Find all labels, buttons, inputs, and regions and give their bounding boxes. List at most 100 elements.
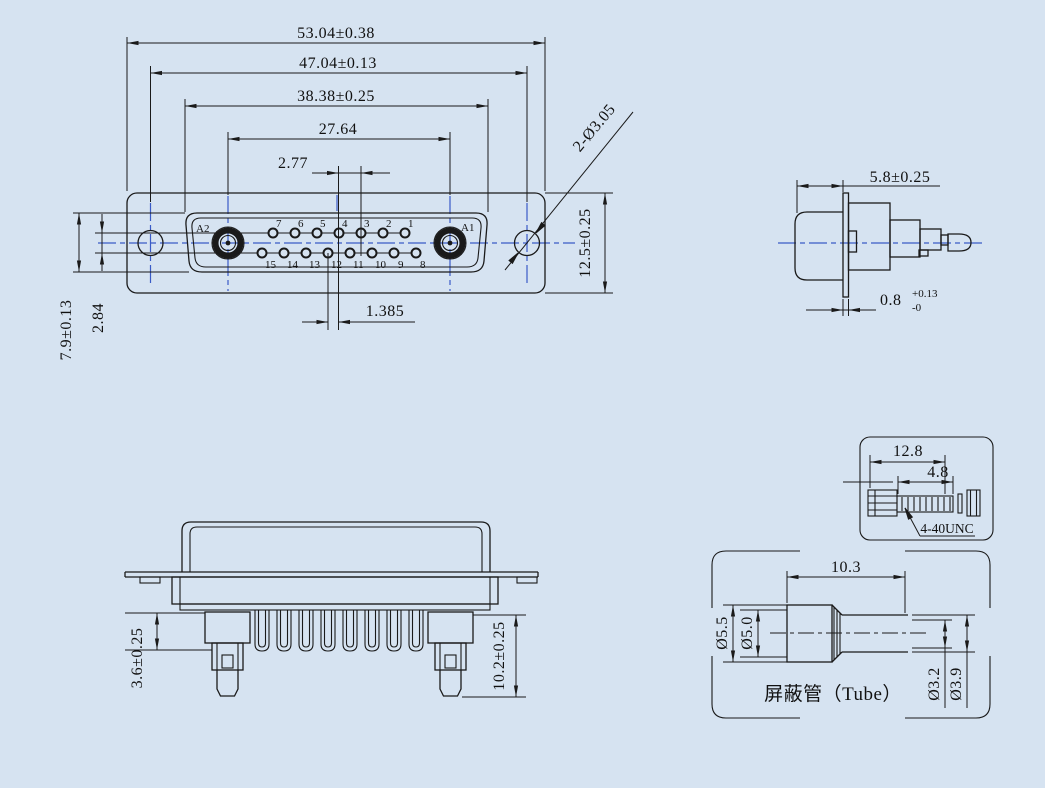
dim-row-offset: 1.385 <box>366 303 405 320</box>
bottom-dimension-texts: 3.6±0.25 10.2±0.25 <box>129 621 508 690</box>
solder-cup <box>276 610 292 652</box>
d-shell-outer <box>185 212 488 273</box>
mounting-hole-right <box>513 229 541 257</box>
pin-number: 11 <box>353 259 364 271</box>
dim-pin-shoulder: 3.6±0.25 <box>129 628 146 689</box>
pin-circles-top <box>267 227 411 239</box>
flange-outline <box>126 192 546 294</box>
dim-hole-span: 47.04±0.13 <box>299 55 377 72</box>
pin-number: 15 <box>265 259 277 271</box>
pin-number: 2 <box>386 218 392 230</box>
dim-flange-thickness-lower-tol: -0 <box>912 302 922 314</box>
screw-dimension-texts: 12.8 4.8 4-40UNC <box>893 443 974 536</box>
tube-detail: 10.3 Ø5.5 Ø5.0 Ø3.2 Ø3.9 屏蔽管（Tube） <box>711 550 991 719</box>
pin-number: 6 <box>298 218 304 230</box>
screw-pin <box>957 493 963 514</box>
side-body <box>794 211 843 281</box>
solder-cup <box>298 610 314 652</box>
bottom-outline <box>124 521 539 611</box>
solder-cup <box>342 610 358 652</box>
side-view: 5.8±0.25 0.8 +0.13 -0 <box>778 169 985 316</box>
tube-dimension-texts: 10.3 Ø5.5 Ø5.0 Ø3.2 Ø3.9 屏蔽管（Tube） <box>714 559 965 705</box>
front-dimensions <box>73 37 634 330</box>
hood-outer <box>181 521 491 572</box>
dim-flange-height: 12.5±0.25 <box>577 208 594 277</box>
dim-tube-length: 10.3 <box>831 559 861 576</box>
pin-circle <box>388 247 400 259</box>
pin-circles-bottom <box>256 247 422 259</box>
pin-number: 10 <box>375 259 387 271</box>
pin-circle <box>344 247 356 259</box>
pin-circle <box>300 247 312 259</box>
pin-number: 9 <box>398 259 404 271</box>
solder-cup <box>320 610 336 652</box>
solder-cup <box>408 610 424 652</box>
thread-spec-label: 4-40UNC <box>920 521 973 536</box>
tube-large-cylinder <box>786 604 833 663</box>
dim-tube-id-large: Ø5.0 <box>739 616 756 650</box>
pin-number: 5 <box>320 218 326 230</box>
dim-flange-thickness: 0.8 <box>880 292 902 309</box>
coax-pin-left <box>204 611 251 697</box>
pin-number: 8 <box>420 259 426 271</box>
pin-number: 14 <box>287 259 299 271</box>
pin-circle <box>278 247 290 259</box>
screw-nut <box>966 489 981 517</box>
tube-dimensions <box>723 571 975 708</box>
screw-outline <box>867 489 981 517</box>
pin-circle <box>267 227 279 239</box>
side-dimension-texts: 5.8±0.25 0.8 +0.13 -0 <box>870 169 938 314</box>
dim-screw-length: 12.8 <box>893 443 923 460</box>
coax-contact-a2 <box>211 226 245 260</box>
side-dimensions <box>796 180 940 316</box>
bottom-dimensions <box>125 612 526 698</box>
pin-number: 12 <box>331 259 342 271</box>
pin-number: 7 <box>276 218 282 230</box>
dim-pin-pitch: 2.77 <box>278 155 308 172</box>
pin-circle <box>399 227 411 239</box>
dim-shell-width: 38.38±0.25 <box>297 88 375 105</box>
screw-thread <box>896 495 954 513</box>
dim-front-projection: 5.8±0.25 <box>870 169 931 186</box>
contact-label-a1: A1 <box>461 222 474 234</box>
screw-detail-border <box>859 436 994 541</box>
right-tab <box>516 576 538 584</box>
side-tip <box>947 233 972 252</box>
hole-leader-line <box>504 111 634 271</box>
dim-pin-length: 10.2±0.25 <box>491 621 508 690</box>
pin-circle <box>377 227 389 239</box>
dim-thread-length: 4.8 <box>927 464 949 481</box>
pin-number: 13 <box>309 259 321 271</box>
hood-inner <box>189 526 483 572</box>
left-tab <box>139 576 161 584</box>
tube-outline <box>786 604 908 663</box>
contact-label-a2: A2 <box>196 223 209 235</box>
pin-circle <box>311 227 323 239</box>
pin-number: 1 <box>408 218 414 230</box>
pin-circle <box>366 247 378 259</box>
front-outline <box>95 192 546 294</box>
side-notch <box>918 249 929 257</box>
pin-number: 3 <box>364 218 370 230</box>
pin-number: 4 <box>342 218 348 230</box>
dim-tube-od-small: Ø3.9 <box>948 667 965 701</box>
dim-coax-span: 27.64 <box>319 121 358 138</box>
mounting-hole-left <box>137 229 164 257</box>
coax-pin-right <box>427 611 474 697</box>
side-outline <box>794 192 972 298</box>
dim-width-outer: 53.04±0.38 <box>297 25 375 42</box>
dim-shell-height: 7.9±0.13 <box>58 300 75 361</box>
pin-circle <box>289 227 301 239</box>
solder-cup <box>364 610 380 652</box>
tube-label: 屏蔽管（Tube） <box>764 683 902 705</box>
bottom-view: 3.6±0.25 10.2±0.25 <box>124 521 539 698</box>
screw-dimensions <box>843 455 975 537</box>
d-shell-inner <box>191 217 482 268</box>
dim-tube-od-large: Ø5.5 <box>714 616 731 650</box>
solder-cup <box>386 610 402 652</box>
screw-detail: 12.8 4.8 4-40UNC <box>843 436 994 541</box>
front-pin-labels: A2 A1 7 6 5 4 3 2 1 15 14 13 12 11 10 9 … <box>196 218 474 271</box>
tube-detail-border <box>711 550 991 719</box>
